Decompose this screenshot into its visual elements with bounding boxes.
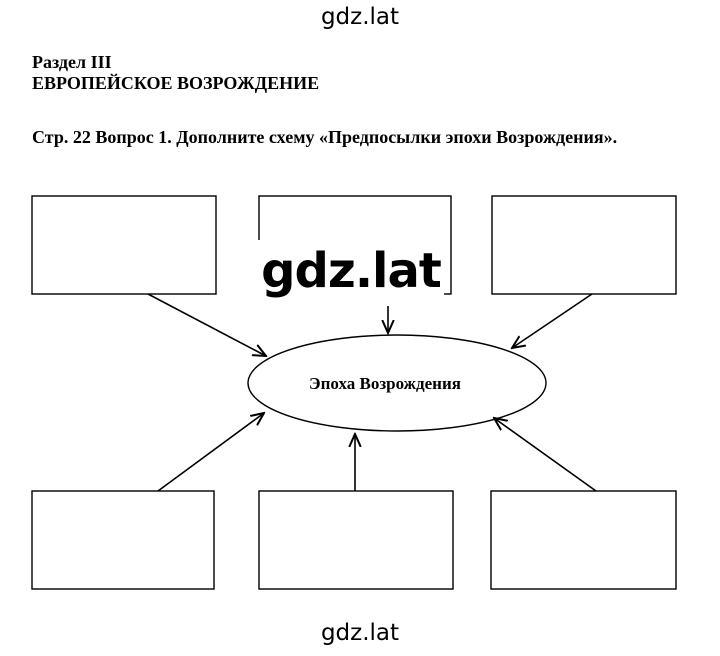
question-text: Стр. 22 Вопрос 1. Дополните схему «Предп… — [32, 127, 618, 147]
watermark-top: gdz.lat — [320, 4, 400, 30]
scheme-box-bottom-right — [490, 490, 677, 590]
scheme-center-label: Эпоха Возрождения — [309, 374, 461, 393]
scheme-box-bottom-left — [31, 490, 215, 590]
section-header: Раздел III ЕВРОПЕЙСКОЕ ВОЗРОЖДЕНИЕ — [32, 52, 319, 94]
scheme-box-bottom-middle — [258, 490, 454, 590]
section-title: ЕВРОПЕЙСКОЕ ВОЗРОЖДЕНИЕ — [32, 73, 320, 93]
scheme-center-oval — [247, 334, 547, 432]
arrow-bottom-left — [157, 413, 264, 492]
watermark-center: gdz.lat — [258, 240, 444, 306]
arrow-top-right — [512, 293, 593, 348]
section-number: Раздел III — [32, 52, 112, 72]
watermark-bottom: gdz.lat — [320, 620, 400, 646]
arrow-top-left — [147, 293, 266, 356]
scheme-box-top-left — [31, 195, 217, 295]
arrow-bottom-right — [494, 418, 597, 492]
scheme-box-top-right — [491, 195, 677, 295]
